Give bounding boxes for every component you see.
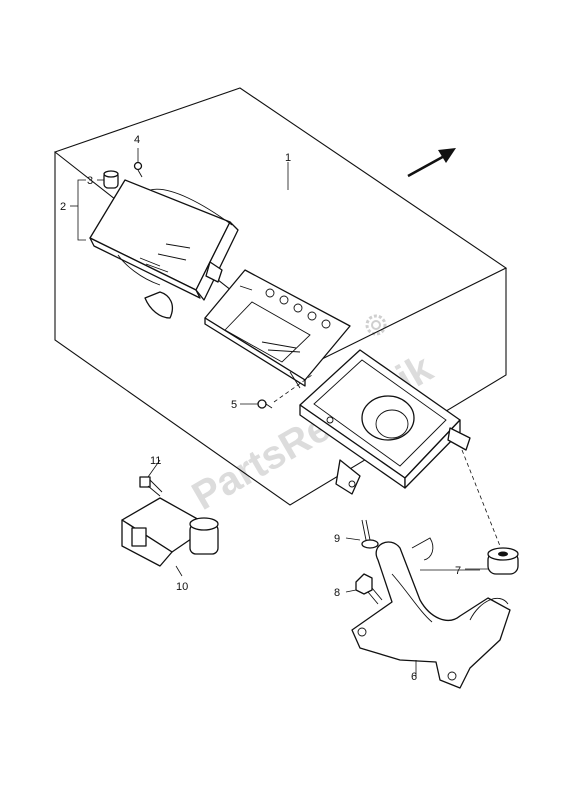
rubber-grommet-part xyxy=(487,547,519,575)
meter-bracket-part xyxy=(351,537,511,689)
assembly-frame xyxy=(54,152,507,506)
callout-7: 7 xyxy=(455,565,461,577)
bracket-2 xyxy=(77,179,86,241)
callout-1: 1 xyxy=(285,152,291,164)
tapping-screw-part xyxy=(361,519,379,549)
speed-sensor-part xyxy=(121,497,219,567)
callout-9: 9 xyxy=(334,533,340,545)
callout-4: 4 xyxy=(134,134,140,146)
meter-cover-part xyxy=(89,179,239,319)
callout-10: 10 xyxy=(176,581,188,593)
sensor-bolt-part xyxy=(139,476,163,497)
small-screw-part xyxy=(133,161,143,178)
callout-3: 3 xyxy=(87,175,93,187)
gear-watermark-icon xyxy=(365,314,387,336)
callout-8: 8 xyxy=(334,587,340,599)
callout-6: 6 xyxy=(411,671,417,683)
screw-part-5 xyxy=(257,399,273,409)
cap-part xyxy=(103,170,119,189)
meter-case-part xyxy=(299,349,471,495)
front-direction-arrow-icon xyxy=(407,148,456,178)
flange-bolt-part xyxy=(355,573,383,605)
callout-2: 2 xyxy=(60,201,66,213)
callout-11: 11 xyxy=(150,455,161,467)
callout-5: 5 xyxy=(231,399,237,411)
display-board-part xyxy=(204,269,351,389)
